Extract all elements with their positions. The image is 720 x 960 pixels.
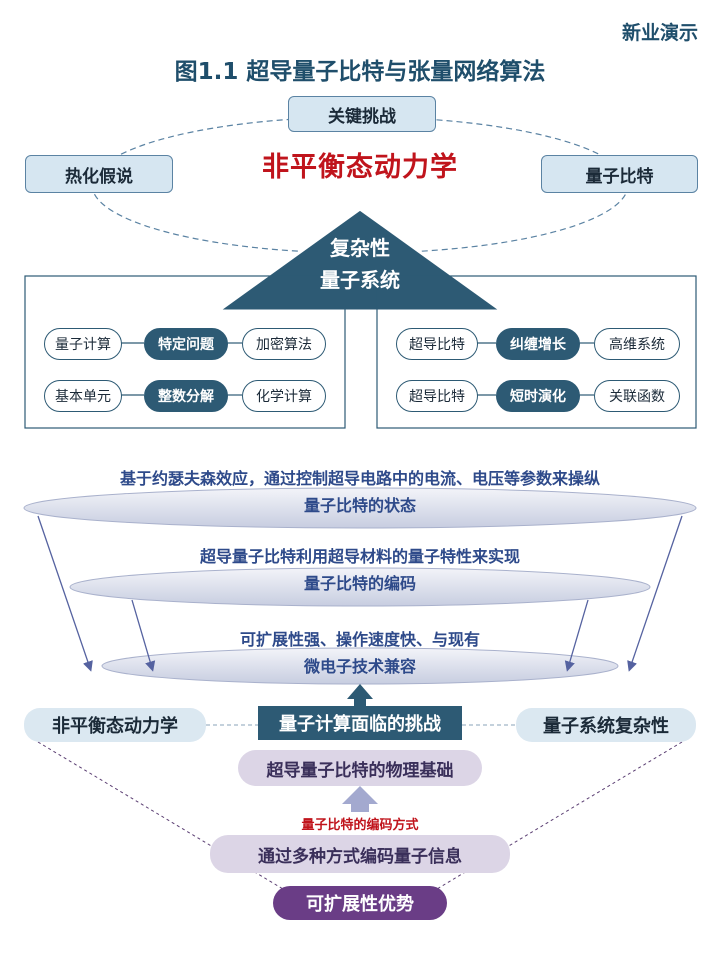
up-arrow-bottom bbox=[342, 786, 378, 812]
funnel-disc-1 bbox=[23, 487, 697, 529]
physics-basis-box: 超导量子比特的物理基础 bbox=[238, 750, 482, 786]
funnel-arrow-left-outer bbox=[37, 515, 93, 672]
funnel-text-2b: 量子比特的编码 bbox=[303, 574, 416, 593]
page-title: 图1.1 超导量子比特与张量网络算法 bbox=[174, 59, 546, 85]
pill-superconducting-bit-2: 超导比特 bbox=[396, 380, 478, 412]
scalability-advantage-box: 可扩展性优势 bbox=[273, 886, 447, 920]
pill-chemistry: 化学计算 bbox=[242, 380, 326, 412]
complexity-triangle bbox=[213, 207, 507, 313]
pill-entanglement-growth: 纠缠增长 bbox=[496, 328, 580, 360]
funnel-arrow-right-inner bbox=[564, 599, 589, 672]
funnel-disc-2 bbox=[69, 567, 651, 607]
thermalization-tag: 热化假说 bbox=[25, 155, 173, 193]
funnel-text-3b: 微电子技术兼容 bbox=[303, 657, 416, 676]
right-panel-outline bbox=[376, 275, 697, 429]
funnel-arrow-left-inner bbox=[131, 599, 156, 672]
side-label-nonequilibrium: 非平衡态动力学 bbox=[24, 708, 206, 742]
pill-integer-factorization: 整数分解 bbox=[144, 380, 228, 412]
funnel-arrow-right-outer bbox=[627, 515, 683, 672]
side-label-system-complexity: 量子系统复杂性 bbox=[516, 708, 696, 742]
funnel-text-2a: 超导量子比特利用超导材料的量子特性来实现 bbox=[199, 547, 520, 566]
pill-specific-problem: 特定问题 bbox=[144, 328, 228, 360]
encoding-method-label: 量子比特的编码方式 bbox=[301, 818, 419, 833]
pill-high-dim-system: 高维系统 bbox=[594, 328, 680, 360]
qubit-tag: 量子比特 bbox=[541, 155, 698, 193]
brand-label: 新业演示 bbox=[621, 22, 698, 44]
center-title: 非平衡态动力学 bbox=[262, 152, 458, 183]
triangle-line-2: 量子系统 bbox=[320, 268, 400, 292]
key-challenge-tag: 关键挑战 bbox=[288, 96, 436, 132]
funnel-text-3a: 可扩展性强、操作速度快、与现有 bbox=[239, 630, 480, 649]
encoding-box: 通过多种方式编码量子信息 bbox=[210, 835, 510, 873]
funnel-text-1b: 量子比特的状态 bbox=[303, 496, 416, 515]
left-panel-outline bbox=[24, 275, 346, 429]
pill-quantum-computing: 量子计算 bbox=[44, 328, 122, 360]
pill-superconducting-bit-1: 超导比特 bbox=[396, 328, 478, 360]
triangle-line-1: 复杂性 bbox=[330, 236, 390, 260]
pill-correlation-function: 关联函数 bbox=[594, 380, 680, 412]
up-arrow-top bbox=[347, 684, 373, 706]
pill-short-time-evolution: 短时演化 bbox=[496, 380, 580, 412]
pill-basic-unit: 基本单元 bbox=[44, 380, 122, 412]
funnel-text-1a: 基于约瑟夫森效应，通过控制超导电路中的电流、电压等参数来操纵 bbox=[119, 469, 600, 488]
challenge-box: 量子计算面临的挑战 bbox=[258, 706, 462, 740]
pill-encryption: 加密算法 bbox=[242, 328, 326, 360]
